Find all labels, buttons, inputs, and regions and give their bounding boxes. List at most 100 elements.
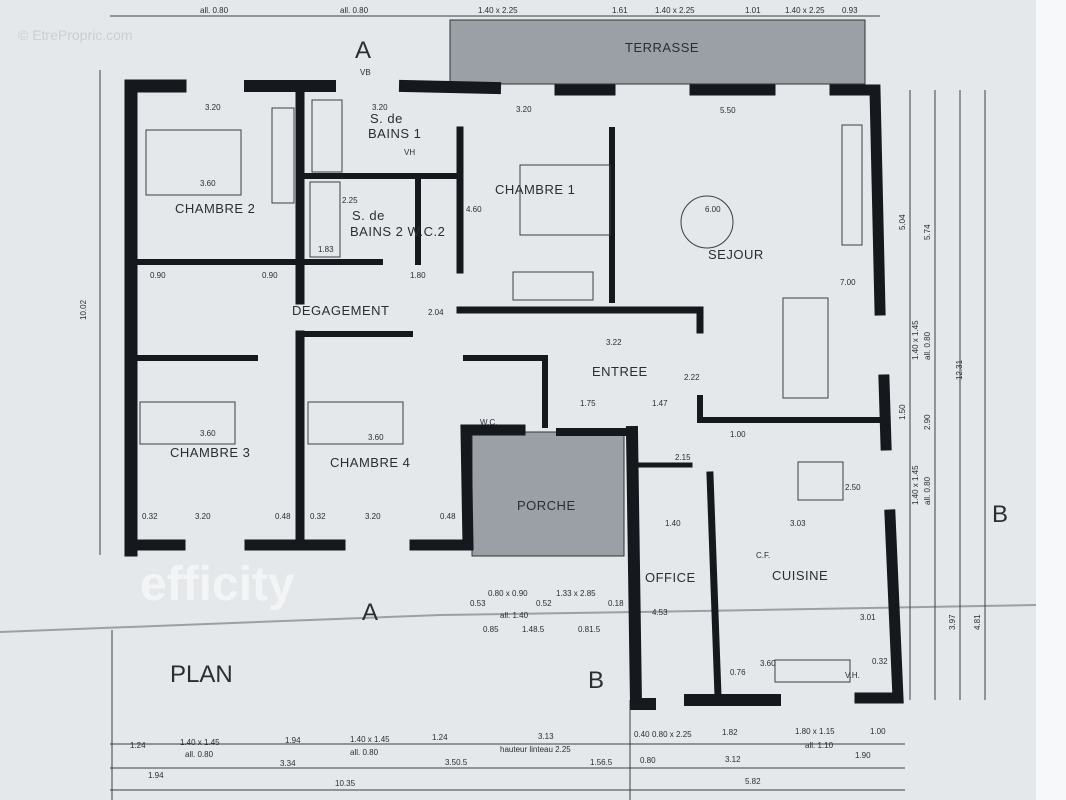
dimension-label: all. 1.10 <box>805 741 834 750</box>
dimension-label: 1.75 <box>580 399 596 408</box>
dimension-label: 0.93 <box>842 6 858 15</box>
dimension-label: 3.97 <box>948 614 957 630</box>
dimension-label: 0.85 <box>483 625 499 634</box>
dimension-label: 1.24 <box>432 733 448 742</box>
terrace-paving <box>449 19 866 85</box>
dimension-label: 0.32 <box>310 512 326 521</box>
furniture <box>139 99 863 683</box>
dimension-label: 3.60 <box>368 433 384 442</box>
dimension-label: VB <box>360 68 371 77</box>
dimension-label: 7.00 <box>840 278 856 287</box>
dimension-label: 3.20 <box>195 512 211 521</box>
dimension-label: 5.74 <box>923 224 932 240</box>
site-watermark: © EtrePropric.com <box>18 27 133 43</box>
dimension-label: 12.31 <box>955 359 964 380</box>
room-office: OFFICE <box>645 570 696 585</box>
dimension-label: 1.48.5 <box>522 625 545 634</box>
dimension-label: 3.20 <box>365 512 381 521</box>
dimension-label: C.F. <box>756 551 770 560</box>
dimension-label: 2.90 <box>923 414 932 430</box>
dimension-label: 0.80 x 0.90 <box>488 589 528 598</box>
dimension-label: 1.40 x 2.25 <box>785 6 825 15</box>
dimension-label: all. 0.80 <box>350 748 379 757</box>
dimension-label: hauteur linteau 2.25 <box>500 745 571 754</box>
dimension-label: 10.35 <box>335 779 356 788</box>
dimension-label: 3.20 <box>516 105 532 114</box>
walls <box>124 79 904 710</box>
dimension-label: 1.00 <box>730 430 746 439</box>
section-mark-b-bottom: B <box>588 667 604 694</box>
dimension-label: 3.34 <box>280 759 296 768</box>
dimension-label: 3.03 <box>790 519 806 528</box>
dimension-label: 0.32 <box>872 657 888 666</box>
dimension-label: 1.90 <box>855 751 871 760</box>
dimension-label: 3.12 <box>725 755 741 764</box>
dimension-label: 0.48 <box>440 512 456 521</box>
dimension-label: 0.48 <box>275 512 291 521</box>
section-mark-a-bottom: A <box>362 599 378 626</box>
dimension-label: all. 0.80 <box>340 6 369 15</box>
dimension-label: 1.47 <box>652 399 668 408</box>
room-porche: PORCHE <box>517 498 576 513</box>
room-cuisine: CUISINE <box>772 568 828 583</box>
interior-dimensions: 3.20 3.20 3.20 5.50 3.60 4.60 6.00 7.00 … <box>142 68 888 680</box>
dimension-label: 4.81 <box>973 614 982 630</box>
dimension-label: 0.80 x 2.25 <box>652 730 692 739</box>
agency-watermark: efficity <box>140 558 295 611</box>
room-sejour: SEJOUR <box>708 247 764 262</box>
dimension-label: 6.00 <box>705 205 721 214</box>
dimension-label: 2.25 <box>342 196 358 205</box>
dimension-label: 1.01 <box>745 6 761 15</box>
dimension-label: 0.40 <box>634 730 650 739</box>
dimension-lines <box>99 15 986 800</box>
room-chambre-2: CHAMBRE 2 <box>175 201 255 216</box>
dimension-label: 1.82 <box>722 728 738 737</box>
dimension-label: 0.32 <box>142 512 158 521</box>
dimension-label: 2.50 <box>845 483 861 492</box>
dimension-label: 1.33 x 2.85 <box>556 589 596 598</box>
dimension-label: 2.04 <box>428 308 444 317</box>
room-sdb2-a: S. de <box>352 208 385 223</box>
dimension-label: 4.53 <box>652 608 668 617</box>
dimension-label: 1.24 <box>130 741 146 750</box>
dimension-label: 1.40 <box>665 519 681 528</box>
dimension-label: 3.22 <box>606 338 622 347</box>
dimension-label: 1.40 x 1.45 <box>911 320 920 360</box>
dimension-label: 1.40 x 1.45 <box>350 735 390 744</box>
top-dimensions: all. 0.80 all. 0.80 1.40 x 2.25 1.61 1.4… <box>200 6 858 15</box>
dimension-label: 0.53 <box>470 599 486 608</box>
dimension-label: 1.80 x 1.15 <box>795 727 835 736</box>
room-sdb2-wc2: BAINS 2 W.C.2 <box>350 224 445 239</box>
dimension-label: 1.50 <box>898 404 907 420</box>
section-mark-b-right: B <box>992 501 1008 528</box>
dimension-label: 0.90 <box>150 271 166 280</box>
dimension-label: all. 0.80 <box>923 476 932 505</box>
dimension-label: 0.80 <box>640 756 656 765</box>
dimension-label: all. 0.80 <box>200 6 229 15</box>
dimension-label: 4.60 <box>466 205 482 214</box>
dimension-label: 3.13 <box>538 732 554 741</box>
porch-dimensions: 0.53 0.80 x 0.90 0.52 1.33 x 2.85 0.18 a… <box>470 589 624 634</box>
dimension-label: 0.90 <box>262 271 278 280</box>
dimension-label: 1.40 x 1.45 <box>180 738 220 747</box>
dimension-label: 1.40 x 2.25 <box>655 6 695 15</box>
room-labels: CHAMBRE 2 S. de BAINS 1 S. de BAINS 2 W.… <box>170 40 828 585</box>
room-chambre-4: CHAMBRE 4 <box>330 455 410 470</box>
dimension-label: 1.94 <box>285 736 301 745</box>
dimension-label: 0.81.5 <box>578 625 601 634</box>
room-terrasse: TERRASSE <box>625 40 699 55</box>
dimension-label: V.H. <box>845 671 860 680</box>
right-dimensions: 5.04 5.74 1.50 2.90 3.97 4.81 12.31 1.40… <box>898 214 982 630</box>
dimension-label: 3.50.5 <box>445 758 468 767</box>
dimension-label: 1.40 x 2.25 <box>478 6 518 15</box>
dimension-label: 2.22 <box>684 373 700 382</box>
room-entree: ENTREE <box>592 364 648 379</box>
dimension-label: all. 0.80 <box>185 750 214 759</box>
dimension-label: 3.60 <box>200 429 216 438</box>
dimension-label: 1.80 <box>410 271 426 280</box>
dimension-label: 5.04 <box>898 214 907 230</box>
dimension-label: 0.52 <box>536 599 552 608</box>
dimension-label: 1.56.5 <box>590 758 613 767</box>
room-chambre-1: CHAMBRE 1 <box>495 182 575 197</box>
